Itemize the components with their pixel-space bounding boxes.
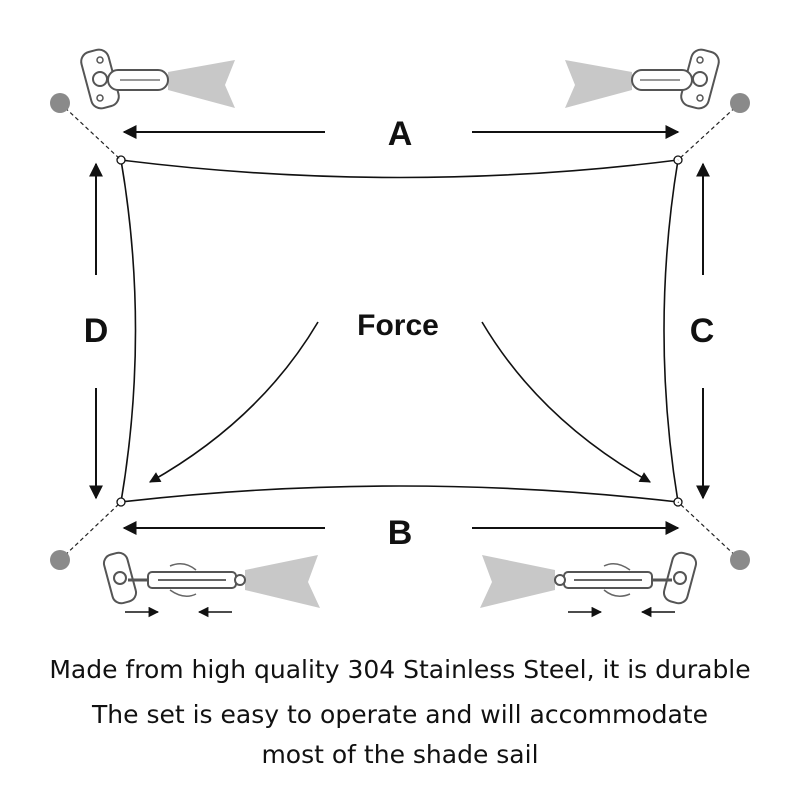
- tension-line-top-right: [677, 102, 741, 161]
- shade-sail-diagram: A B C D Force: [50, 48, 750, 618]
- anchor-post-icon: [50, 550, 70, 570]
- turnbuckle-pad-eye-icon: [102, 551, 320, 618]
- dimension-label-c: C: [690, 312, 715, 350]
- tension-line-bottom-right: [677, 501, 741, 561]
- force-arrow-right: [481, 321, 651, 483]
- caption-line-3: most of the shade sail: [261, 740, 539, 769]
- tension-line-bottom-left: [59, 501, 122, 561]
- dimension-label-b: B: [388, 514, 413, 552]
- dimension-label-a: A: [388, 115, 413, 153]
- anchor-post-icon: [50, 93, 70, 113]
- force-arrow-left: [149, 321, 319, 483]
- carabiner-pad-eye-icon: [565, 48, 720, 110]
- force-label: Force: [357, 309, 439, 342]
- anchor-post-icon: [730, 93, 750, 113]
- caption-line-1: Made from high quality 304 Stainless Ste…: [49, 655, 751, 684]
- tension-line-top-left: [59, 102, 122, 161]
- carabiner-pad-eye-icon: [80, 48, 235, 110]
- turnbuckle-pad-eye-icon: [480, 551, 698, 618]
- anchor-post-icon: [730, 550, 750, 570]
- dimension-label-d: D: [84, 312, 109, 350]
- caption-line-2: The set is easy to operate and will acco…: [92, 700, 708, 729]
